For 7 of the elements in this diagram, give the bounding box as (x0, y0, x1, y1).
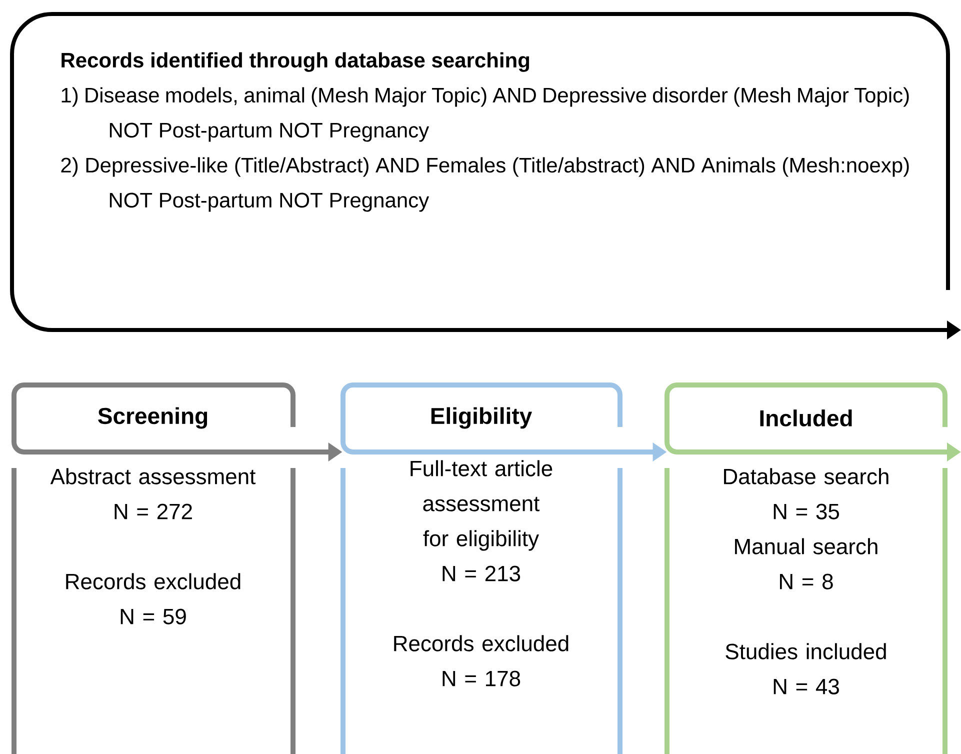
stage-header: Screening (12, 382, 296, 454)
stage-header: Eligibility (340, 382, 622, 454)
stage-panel: Abstract assessment N = 272 Records excluded N = 59 (12, 468, 296, 754)
stage-panel: Database search N = 35 Manual search N = 8 Studies included N = 43 (664, 468, 948, 754)
stage-header: Included (664, 382, 948, 454)
stage-panel: Full-text article assessment for eligibility N = 213 Records excluded N = 178 (340, 460, 622, 754)
search-box: Records identified through database searching 1) Disease models, animal (Mesh Major Topic) AND Depressive disorder (Mesh Major Topic) NOT Post-partum NOT Pregnancy 2) Depressive-like (Title/Abstract) AND Females (Title/abstract) AND Animals (Mesh:noexp) NOT Post-partum NOT Pregnancy (10, 12, 950, 332)
